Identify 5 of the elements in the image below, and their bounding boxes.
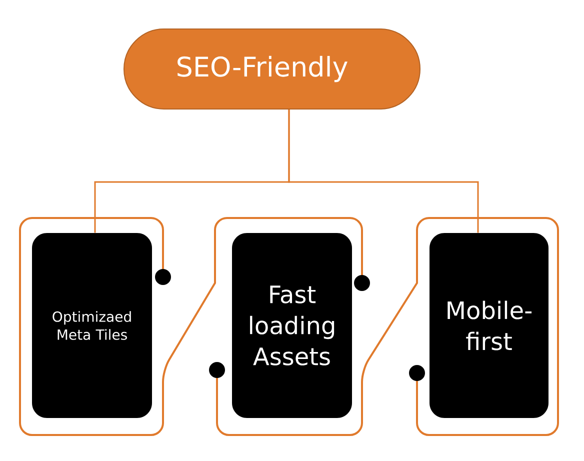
text-box: Fast loading Assets — [232, 233, 352, 418]
text-box: Mobile-first — [430, 233, 548, 418]
connector-line — [288, 110, 479, 233]
text-box: Optimizaed Meta Tiles — [32, 233, 152, 418]
title-pill: SEO-Friendly — [124, 28, 420, 110]
